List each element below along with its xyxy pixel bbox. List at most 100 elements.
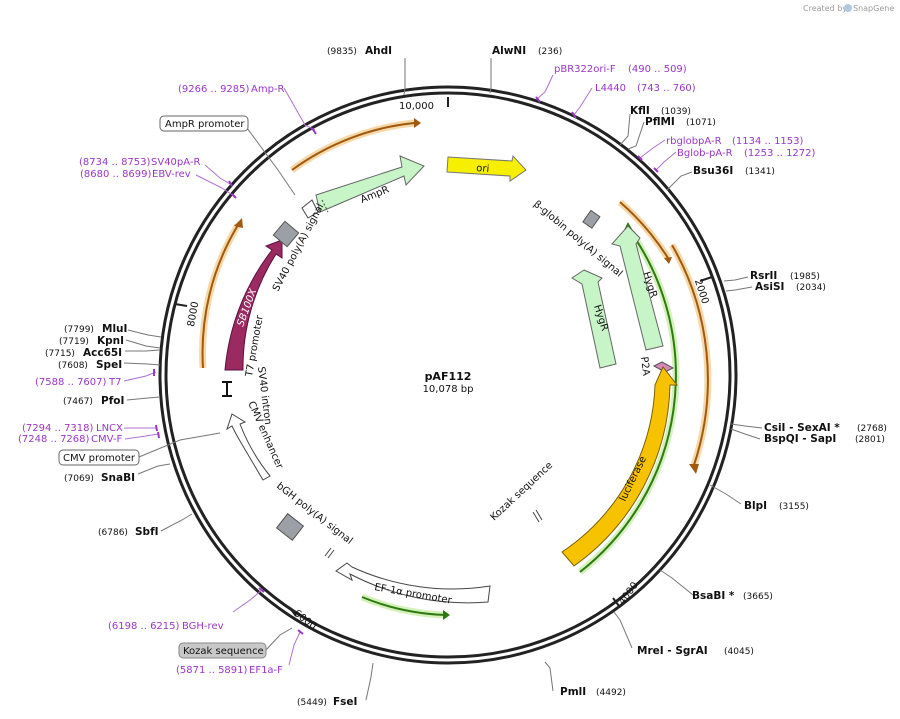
leader-mlui [127,329,162,338]
tick-label-8000: 8000 [186,301,201,328]
primer-name-t7: T7 [108,377,121,388]
orf-arc-right-arrowhead [689,464,699,474]
plasmid-name: pAF112 [425,370,472,383]
feature-sb100x [224,239,283,371]
site-name-acc65i: Acc65I [83,347,122,359]
leader-bglob-pa-r [655,151,677,171]
orf-arc-left [201,224,239,369]
site-position-kpni: (7719) [59,337,89,347]
site-name-spei: SpeI [96,359,122,371]
primer-position-bgh-rev: (6198 .. 6215) [108,621,180,632]
primer-mark-cmv-f [157,431,160,439]
backbone [158,85,738,665]
primer-name-cmv-f: CMV-F [91,434,122,445]
primer-mark-pbr322ori-f [535,96,541,103]
primer-position-bglob-pa-r: (1253 .. 1272) [744,148,816,159]
site-position-bsu36i: (1341) [745,167,775,177]
restriction-sites: (9835) AhdI AlwNI (236) KflI (1039) PflM… [45,45,887,708]
leader-blpi [709,484,742,505]
site-position-csii: (2768) [857,424,887,434]
primer-mark-ef1a-f [297,629,304,635]
leader-snabi [137,463,171,475]
tick-mark-2000 [699,276,713,282]
site-position-rsrii: (1985) [790,272,820,282]
site-name-pmli: PmlI [560,686,586,698]
orf-arc-left-arrowhead [234,218,243,228]
feature-kozak-outer-mark-b [327,549,335,559]
boxed-callouts: AmpR promoter CMV promoter Kozak sequenc… [58,115,267,659]
site-position-mrei: (4045) [724,647,754,657]
callout-label-cmv-promoter: CMV promoter [63,453,136,464]
site-position-acc65i: (7715) [45,349,75,359]
primer-mark-rbglobpa-r [637,155,643,161]
features [222,154,679,604]
site-position-sbfi: (6786) [98,528,128,538]
site-name-snabi: SnaBI [101,472,135,484]
leader-acc65i [125,349,161,352]
site-position-asisi: (2034) [796,283,826,293]
orf-arcs [199,118,712,474]
leader-mrei [613,611,633,649]
site-name-ahdi: AhdI [365,45,392,57]
site-position-alwni: (236) [538,47,562,57]
primer-name-rbglobpa-r: rbglobpA-R [666,136,722,147]
site-name-blpi: BlpI [744,500,767,512]
orf-arc-top [291,122,415,171]
primer-marks [153,96,659,635]
leader-alwni [489,58,492,94]
site-name-bspqi: BspQI - SapI [764,433,836,445]
callout-box-ampr-promoter [159,115,249,132]
primer-mark-amp-r [311,127,317,135]
site-position-mlui: (7799) [64,325,94,335]
feature-ampr [315,155,425,213]
primer-name-pbr322ori-f: pBR322ori-F [554,64,616,75]
site-name-mlui: MluI [102,323,127,335]
feature-hygr-outer [611,225,664,351]
leader-sbfi [160,513,193,532]
site-name-fsei: FseI [333,696,357,708]
backbone-inner-strand [164,91,732,659]
leader-pbr322ori-f [536,74,554,100]
tick-mark-6000 [289,607,297,617]
site-name-pflmi: PflMI [645,116,675,128]
primer-name-ebv-rev: EBV-rev [152,169,191,180]
primer-name-lncx: LNCX [96,423,123,434]
feature-label-p2a: P2A [638,356,651,377]
site-position-blpi: (3155) [779,502,809,512]
feature-cmv-enhancer [226,413,271,481]
site-name-bsu36i: Bsu36I [693,165,733,177]
site-position-spei: (7608) [58,361,88,371]
feature-hygr-inner [571,269,617,369]
leader-ef1a-f [288,631,301,666]
primer-mark-sv40pa-r [228,180,233,187]
feature-ampr-promoter [301,199,319,219]
primer-mark-l4440 [571,111,577,119]
site-position-pflmi: (1071) [686,118,716,128]
site-name-rsrii: RsrII [750,270,777,282]
primer-position-t7: (7588 .. 7607) [35,377,107,388]
leader-spei [123,362,161,366]
site-name-asisi: AsiSI [755,281,784,293]
site-position-kfli: (1039) [661,107,691,117]
site-name-pfoi: PfoI [101,395,124,407]
primer-position-rbglobpa-r: (1134 .. 1153) [732,136,804,147]
tick-mark-4000 [612,597,620,607]
site-position-fsei: (5449) [297,698,327,708]
leader-cmv-f [124,433,159,440]
primer-name-l4440: L4440 [595,83,626,94]
primer-labels: (9266 .. 9285) Amp-R pBR322ori-F (490 ..… [18,64,816,676]
primer-name-ef1a-f: EF1a-F [249,665,283,676]
feature-label-kozak-inner: Kozak sequence [489,460,556,523]
primer-mark-ebv-rev [231,193,237,199]
site-leaders [123,58,763,701]
leader-bsu36i [666,171,693,191]
svg-text:SnapGene: SnapGene [853,4,894,13]
primer-position-l4440: (743 .. 760) [637,83,696,94]
primer-mark-lncx [155,424,158,432]
primer-name-amp-r: Amp-R [251,84,285,95]
feature-beta-globin-polya [582,209,601,229]
orf-arc-right [671,244,709,466]
feature-ori [446,154,527,182]
